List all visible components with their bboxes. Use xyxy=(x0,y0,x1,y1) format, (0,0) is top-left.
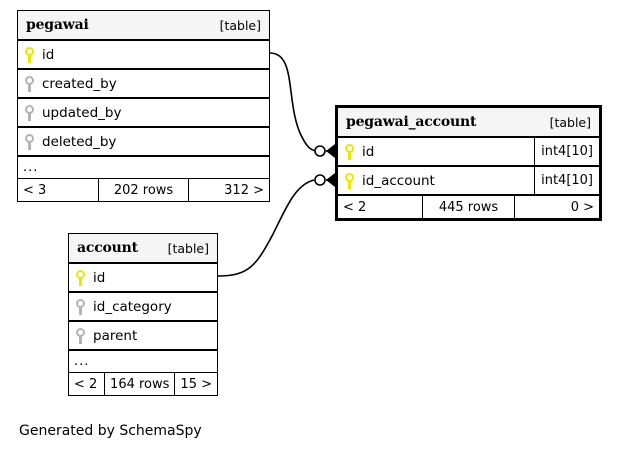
diagram-caption: Generated by SchemaSpy xyxy=(19,423,202,439)
more-columns-indicator: ... xyxy=(18,157,269,179)
table-node-account[interactable]: account [table] id id_category parent ..… xyxy=(68,233,218,396)
column-name-cell: created_by xyxy=(18,75,269,92)
table-name: pegawai xyxy=(26,17,89,33)
foreign-key-icon xyxy=(25,104,34,121)
column-name-cell: id_account xyxy=(338,172,534,189)
primary-key-icon xyxy=(345,172,354,189)
foreign-key-icon xyxy=(76,327,85,344)
column-label: updated_by xyxy=(42,104,122,121)
table-row[interactable]: id xyxy=(69,264,217,293)
cardinality-zero-circle xyxy=(314,174,326,186)
table-row[interactable]: deleted_by xyxy=(18,128,269,157)
column-label: id xyxy=(42,46,55,63)
table-header-pegawai-account: pegawai_account [table] xyxy=(338,108,599,138)
column-type: int4[10] xyxy=(534,138,599,165)
column-label: id_account xyxy=(362,172,435,189)
column-name-cell: id xyxy=(18,46,269,63)
footer-prev-count[interactable]: < 2 xyxy=(74,376,98,392)
relationship-pegawai-to-pegawai_account[interactable] xyxy=(269,52,335,158)
column-label: id xyxy=(93,269,106,286)
column-name-cell: updated_by xyxy=(18,104,269,121)
table-row[interactable]: created_by xyxy=(18,70,269,99)
footer-row-count: 164 rows xyxy=(104,373,176,395)
column-name-cell: id_category xyxy=(69,298,217,315)
table-row[interactable]: id_account int4[10] xyxy=(338,167,599,196)
column-name-cell: id xyxy=(69,269,217,286)
table-footer-pegawai: < 3 202 rows 312 > xyxy=(18,179,269,201)
cardinality-zero-circle xyxy=(314,145,326,157)
primary-key-icon xyxy=(25,46,34,63)
footer-row-count: 445 rows xyxy=(422,196,515,218)
column-name-cell: parent xyxy=(69,327,217,344)
footer-next-count[interactable]: 0 > xyxy=(570,199,594,215)
foreign-key-icon xyxy=(76,298,85,315)
foreign-key-icon xyxy=(25,75,34,92)
more-columns-indicator: ... xyxy=(69,351,217,373)
column-label: id xyxy=(362,143,375,160)
crowfoot-many-marker xyxy=(326,144,335,158)
footer-next-count[interactable]: 312 > xyxy=(224,182,264,198)
table-header-pegawai: pegawai [table] xyxy=(18,11,269,41)
table-row[interactable]: id xyxy=(18,41,269,70)
primary-key-icon xyxy=(345,143,354,160)
column-label: deleted_by xyxy=(42,133,117,150)
foreign-key-icon xyxy=(25,133,34,150)
footer-prev-count[interactable]: < 3 xyxy=(23,182,47,198)
column-label: parent xyxy=(93,327,138,344)
table-row[interactable]: id_category xyxy=(69,293,217,322)
primary-key-icon xyxy=(76,269,85,286)
column-name-cell: deleted_by xyxy=(18,133,269,150)
table-header-account: account [table] xyxy=(69,234,217,264)
footer-prev-count[interactable]: < 2 xyxy=(343,199,367,215)
table-node-pegawai-account[interactable]: pegawai_account [table] id int4[10] id_a… xyxy=(335,105,602,221)
column-type: int4[10] xyxy=(534,167,599,194)
crowfoot-many-marker xyxy=(326,173,335,187)
column-label: id_category xyxy=(93,298,172,315)
table-footer-account: < 2 164 rows 15 > xyxy=(69,373,217,395)
table-kind-label: [table] xyxy=(167,240,209,256)
column-name-cell: id xyxy=(338,143,534,160)
table-kind-label: [table] xyxy=(219,17,261,33)
footer-row-count: 202 rows xyxy=(98,179,189,201)
table-row[interactable]: parent xyxy=(69,322,217,351)
table-row[interactable]: updated_by xyxy=(18,99,269,128)
table-row[interactable]: id int4[10] xyxy=(338,138,599,167)
column-label: created_by xyxy=(42,75,117,92)
table-name: account xyxy=(77,240,138,256)
table-name: pegawai_account xyxy=(346,114,477,130)
footer-next-count[interactable]: 15 > xyxy=(180,376,212,392)
table-footer-pegawai-account: < 2 445 rows 0 > xyxy=(338,196,599,218)
table-kind-label: [table] xyxy=(549,114,591,130)
table-node-pegawai[interactable]: pegawai [table] id created_by updated_by xyxy=(17,10,270,202)
